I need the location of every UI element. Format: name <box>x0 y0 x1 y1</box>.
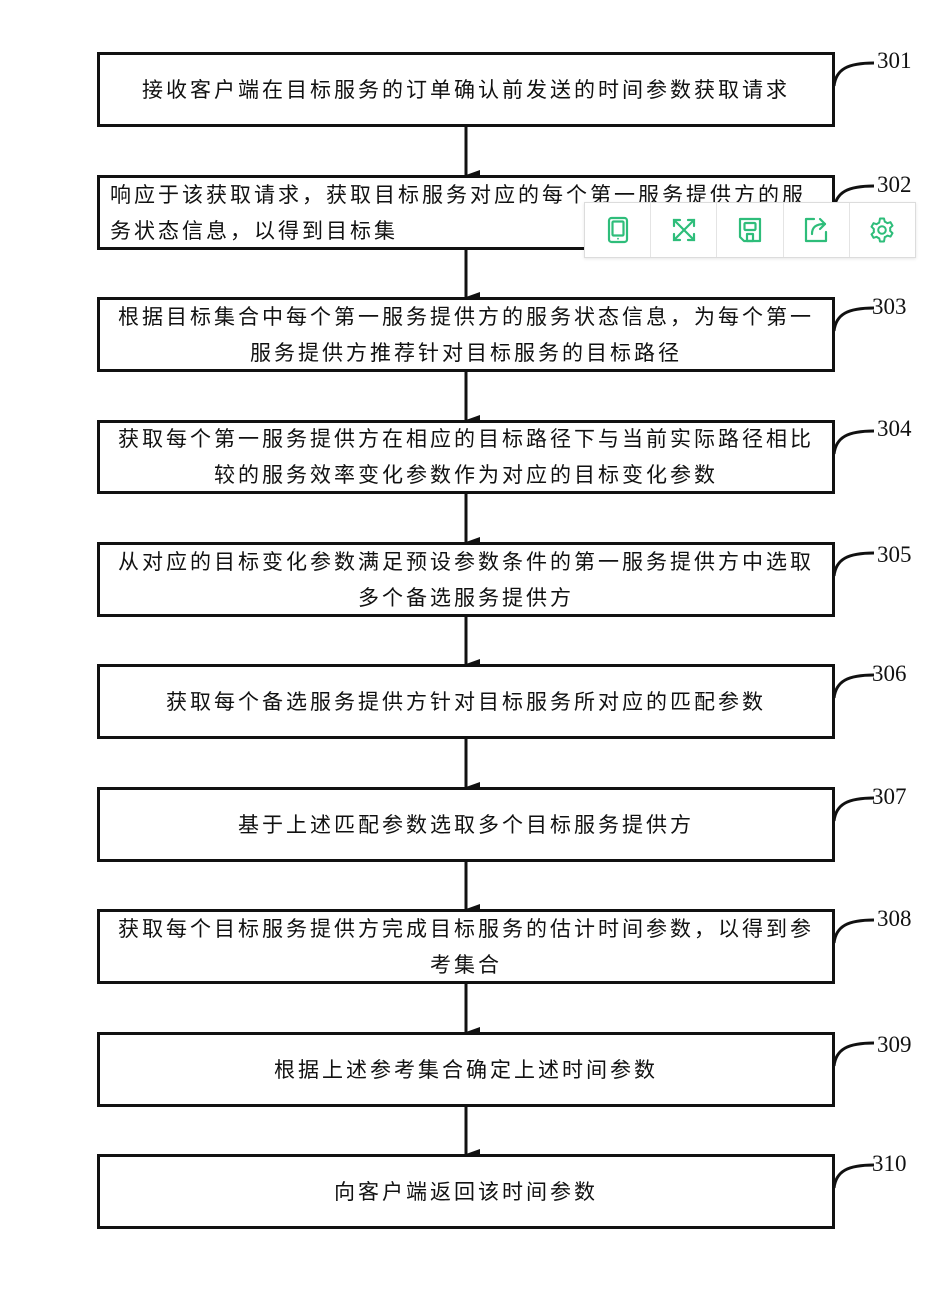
step-box-308: 获取每个目标服务提供方完成目标服务的估计时间参数，以得到参 考集合 <box>97 909 835 984</box>
leader-line <box>832 551 875 577</box>
step-label-307: 307 <box>872 784 907 809</box>
floating-toolbar <box>584 202 916 258</box>
step-text-305: 从对应的目标变化参数满足预设参数条件的第一服务提供方中选取 多个备选服务提供方 <box>118 549 814 610</box>
share-arrow-icon <box>805 217 828 243</box>
step-label-305: 305 <box>877 542 912 567</box>
tablet-icon <box>607 216 628 244</box>
step-box-309: 根据上述参考集合确定上述时间参数 <box>97 1032 835 1107</box>
step-text-310: 向客户端返回该时间参数 <box>334 1179 598 1204</box>
leader-line <box>832 796 875 822</box>
step-box-305: 从对应的目标变化参数满足预设参数条件的第一服务提供方中选取 多个备选服务提供方 <box>97 542 835 617</box>
step-box-306: 获取每个备选服务提供方针对目标服务所对应的匹配参数 <box>97 664 835 739</box>
step-text-306: 获取每个备选服务提供方针对目标服务所对应的匹配参数 <box>166 689 766 714</box>
fullscreen-button[interactable] <box>651 203 718 257</box>
step-label-310: 310 <box>872 1151 907 1176</box>
leader-line <box>832 429 875 455</box>
step-text-309: 根据上述参考集合确定上述时间参数 <box>274 1057 658 1082</box>
share-button[interactable] <box>784 203 850 257</box>
floppy-disk-icon <box>738 217 762 243</box>
tablet-view-button[interactable] <box>585 203 652 257</box>
leader-line <box>832 306 875 332</box>
step-box-310: 向客户端返回该时间参数 <box>97 1154 835 1229</box>
step-box-304: 获取每个第一服务提供方在相应的目标路径下与当前实际路径相比 较的服务效率变化参数… <box>97 420 835 494</box>
step-text-303: 根据目标集合中每个第一服务提供方的服务状态信息，为每个第一 服务提供方推荐针对目… <box>118 304 814 365</box>
step-label-301: 301 <box>877 48 912 73</box>
step-box-307: 基于上述匹配参数选取多个目标服务提供方 <box>97 787 835 862</box>
expand-arrows-icon <box>672 218 695 242</box>
step-text-301: 接收客户端在目标服务的订单确认前发送的时间参数获取请求 <box>142 77 790 102</box>
leader-line <box>832 1041 875 1067</box>
leader-line <box>832 673 875 699</box>
step-text-304: 获取每个第一服务提供方在相应的目标路径下与当前实际路径相比 较的服务效率变化参数… <box>118 427 814 487</box>
leader-line <box>832 918 875 944</box>
save-button[interactable] <box>717 203 784 257</box>
step-label-308: 308 <box>877 906 912 931</box>
leader-line <box>832 1163 875 1189</box>
step-text-307: 基于上述匹配参数选取多个目标服务提供方 <box>238 812 694 837</box>
gear-icon <box>870 217 894 243</box>
step-text-308: 获取每个目标服务提供方完成目标服务的估计时间参数，以得到参 考集合 <box>118 916 814 977</box>
step-label-309: 309 <box>877 1032 912 1057</box>
leader-line <box>832 61 875 87</box>
step-box-301: 接收客户端在目标服务的订单确认前发送的时间参数获取请求 <box>97 52 835 127</box>
settings-button[interactable] <box>850 203 915 257</box>
step-label-302: 302 <box>877 172 912 197</box>
step-label-306: 306 <box>872 661 907 686</box>
step-box-303: 根据目标集合中每个第一服务提供方的服务状态信息，为每个第一 服务提供方推荐针对目… <box>97 297 835 372</box>
step-label-303: 303 <box>872 294 907 319</box>
step-label-304: 304 <box>877 416 912 441</box>
